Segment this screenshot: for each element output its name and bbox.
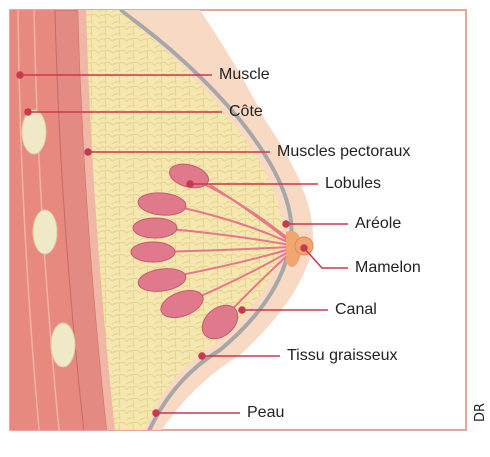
label-muscles-pectoraux: Muscles pectoraux (277, 143, 410, 161)
rib (33, 210, 57, 254)
label-lobules: Lobules (325, 175, 381, 193)
label-muscle: Muscle (219, 66, 270, 84)
rib (51, 323, 75, 367)
credit-text: DR (474, 403, 488, 422)
label-cote: Côte (229, 103, 263, 121)
label-mamelon: Mamelon (355, 259, 421, 277)
label-tissu-graisseux: Tissu graisseux (287, 347, 398, 365)
label-peau: Peau (247, 404, 284, 422)
label-areole: Aréole (355, 215, 401, 233)
rib (22, 110, 46, 154)
label-canal: Canal (335, 301, 377, 319)
